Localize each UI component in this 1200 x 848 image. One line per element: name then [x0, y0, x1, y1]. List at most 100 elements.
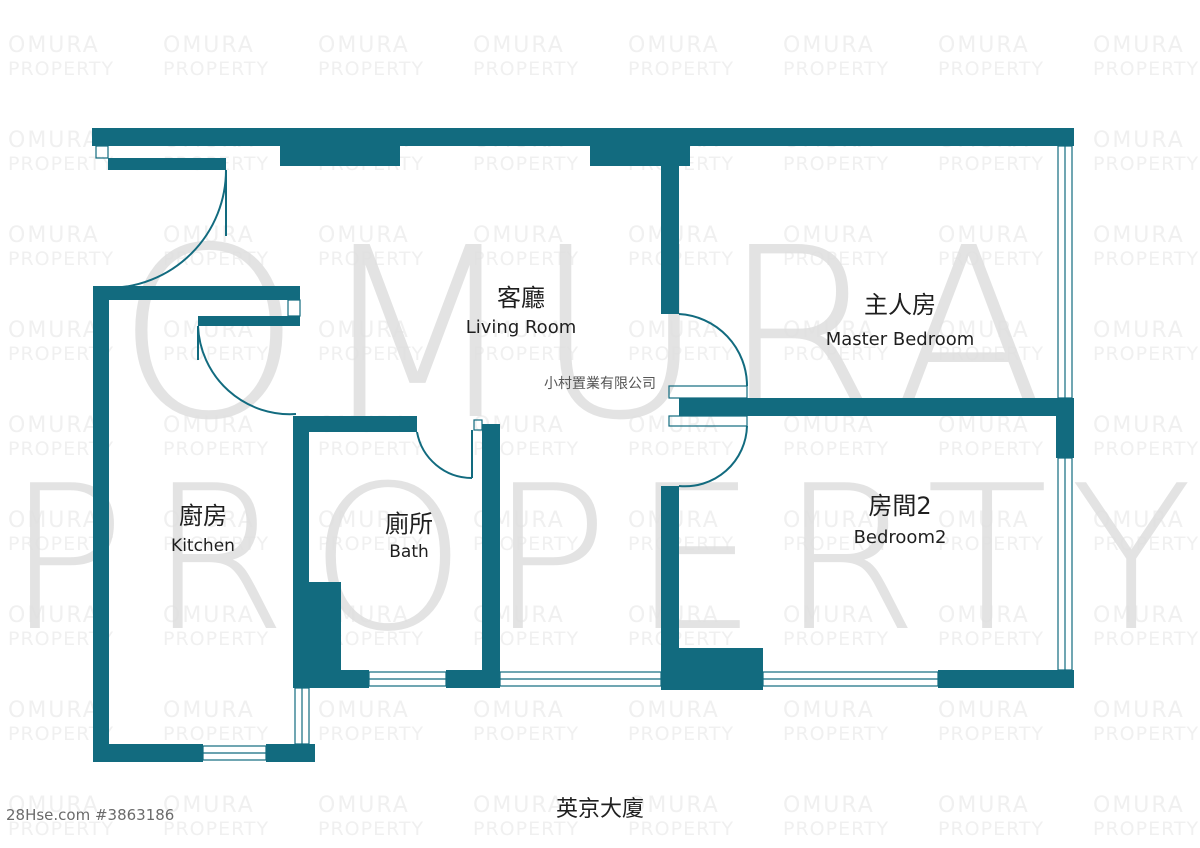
wall-bedroom2-left	[661, 486, 679, 690]
watermark-tile-line1: OMURA	[1093, 698, 1185, 723]
watermark-tile-line1: OMURA	[783, 698, 875, 723]
watermark-tile-line1: OMURA	[318, 223, 410, 248]
watermark-tile-line2: PROPERTY	[628, 248, 734, 270]
watermark-tile-line1: OMURA	[938, 698, 1030, 723]
door-master-swing	[678, 313, 749, 387]
watermark-tile-line2: PROPERTY	[938, 58, 1044, 80]
watermark-tile-line2: PROPERTY	[318, 438, 424, 460]
watermark-tile-line1: OMURA	[1093, 508, 1185, 533]
watermark-tile-line2: PROPERTY	[473, 58, 579, 80]
wall-bedroom2-column	[661, 648, 763, 690]
watermark-large-line1: OMURA	[116, 197, 1064, 472]
watermark-tile-line1: OMURA	[938, 223, 1030, 248]
watermark-tile-line2: PROPERTY	[8, 438, 114, 460]
watermark-tile-line2: PROPERTY	[783, 628, 889, 650]
watermark-tile-line1: OMURA	[1093, 223, 1185, 248]
wall-entry-stub	[108, 158, 226, 170]
master-bedroom-label-zh: 主人房	[864, 291, 936, 319]
watermark-tile-line1: OMURA	[1093, 128, 1185, 153]
watermark-tile-line1: OMURA	[8, 223, 100, 248]
watermark-tile-line2: PROPERTY	[8, 58, 114, 80]
watermark-tile-line1: OMURA	[8, 698, 100, 723]
watermark-tile-line1: OMURA	[473, 33, 565, 58]
watermark-tile-line1: OMURA	[783, 413, 875, 438]
watermark-tile-line2: PROPERTY	[8, 628, 114, 650]
watermark-tile-line1: OMURA	[783, 508, 875, 533]
watermark-tile-line1: OMURA	[318, 508, 410, 533]
living-room-label-en: Living Room	[466, 317, 577, 338]
watermark-tile-line2: PROPERTY	[318, 343, 424, 365]
walls	[92, 128, 1074, 762]
watermark-tile-line2: PROPERTY	[628, 818, 734, 840]
watermark-tile-line2: PROPERTY	[628, 438, 734, 460]
watermark-tile-line1: OMURA	[318, 318, 410, 343]
watermark-tile-line2: PROPERTY	[473, 723, 579, 745]
watermark-tile-line1: OMURA	[938, 413, 1030, 438]
watermark-tile-line2: PROPERTY	[473, 818, 579, 840]
watermark-tile-line2: PROPERTY	[318, 818, 424, 840]
watermark-tile-line1: OMURA	[8, 318, 100, 343]
watermark-tile-line1: OMURA	[938, 508, 1030, 533]
watermark-tile-line2: PROPERTY	[1093, 343, 1199, 365]
watermark-tile-line2: PROPERTY	[318, 628, 424, 650]
watermark-tile-line1: OMURA	[783, 33, 875, 58]
watermark-tile-line2: PROPERTY	[1093, 818, 1199, 840]
watermark-tile-line2: PROPERTY	[163, 818, 269, 840]
watermark-tile-line2: PROPERTY	[783, 248, 889, 270]
watermark-large-line2: PROPERTY	[6, 443, 1200, 676]
watermark-tile-line2: PROPERTY	[163, 533, 269, 555]
watermark-tile-line2: PROPERTY	[473, 153, 579, 175]
watermark-tile-line1: OMURA	[938, 603, 1030, 628]
watermark-tile-line2: PROPERTY	[938, 438, 1044, 460]
watermark-tile-line1: OMURA	[163, 508, 255, 533]
wall-bath-bottom-left	[293, 670, 369, 688]
watermark-tile-line1: OMURA	[473, 318, 565, 343]
wall-kitchen-top	[93, 286, 300, 300]
wall-bath-right	[482, 424, 500, 688]
watermark-tile-line2: PROPERTY	[473, 343, 579, 365]
doors	[107, 169, 749, 488]
watermark-tile-line2: PROPERTY	[1093, 723, 1199, 745]
watermark-tile-line1: OMURA	[938, 793, 1030, 818]
wall-kitchen-bottom-left	[93, 744, 203, 762]
watermark-tile-line1: OMURA	[783, 318, 875, 343]
watermark-tile-line2: PROPERTY	[1093, 248, 1199, 270]
watermark-tile-line1: OMURA	[628, 793, 720, 818]
watermark-tile-line1: OMURA	[473, 793, 565, 818]
watermark-tile-line2: PROPERTY	[938, 533, 1044, 555]
watermark-tile-line1: OMURA	[1093, 413, 1185, 438]
watermark-tile-line2: PROPERTY	[1093, 628, 1199, 650]
watermark-tile-line2: PROPERTY	[8, 343, 114, 365]
watermark-tile-grid: OMURAPROPERTYOMURAPROPERTYOMURAPROPERTYO…	[8, 33, 1199, 840]
watermark-tile-line1: OMURA	[783, 603, 875, 628]
watermark-tile-line2: PROPERTY	[163, 248, 269, 270]
watermark-tile-line2: PROPERTY	[783, 438, 889, 460]
watermark-tile-line2: PROPERTY	[163, 628, 269, 650]
watermark-tile-line1: OMURA	[163, 223, 255, 248]
watermark-tile-line1: OMURA	[1093, 603, 1185, 628]
watermark-tile-line2: PROPERTY	[163, 723, 269, 745]
bedroom2-label-en: Bedroom2	[854, 527, 947, 548]
watermark-tile-line2: PROPERTY	[783, 818, 889, 840]
watermark-tile-line1: OMURA	[318, 33, 410, 58]
watermark-tile-line1: OMURA	[628, 318, 720, 343]
door-jamb-bedroom2	[668, 415, 748, 427]
watermark-tile-line2: PROPERTY	[318, 723, 424, 745]
watermark-tile-line2: PROPERTY	[163, 58, 269, 80]
watermark-tile-line2: PROPERTY	[8, 818, 114, 840]
watermark-tile-line1: OMURA	[318, 698, 410, 723]
watermark-tile-line1: OMURA	[1093, 318, 1185, 343]
door-bedroom2-swing	[678, 425, 748, 488]
building-name: 英京大廈	[556, 797, 644, 822]
bedroom2-label-zh: 房間2	[868, 492, 931, 520]
watermark-tile-line1: OMURA	[8, 603, 100, 628]
watermark-tile-line1: OMURA	[163, 793, 255, 818]
watermark-tile-line1: OMURA	[8, 33, 100, 58]
watermark-tile-line2: PROPERTY	[8, 533, 114, 555]
wall-kitchen-left	[93, 286, 109, 762]
watermark-tile-line2: PROPERTY	[473, 248, 579, 270]
watermark-tile-line2: PROPERTY	[938, 818, 1044, 840]
wall-kitchen-door-stub	[198, 316, 300, 326]
living-room-label-zh: 客廳	[497, 284, 545, 312]
